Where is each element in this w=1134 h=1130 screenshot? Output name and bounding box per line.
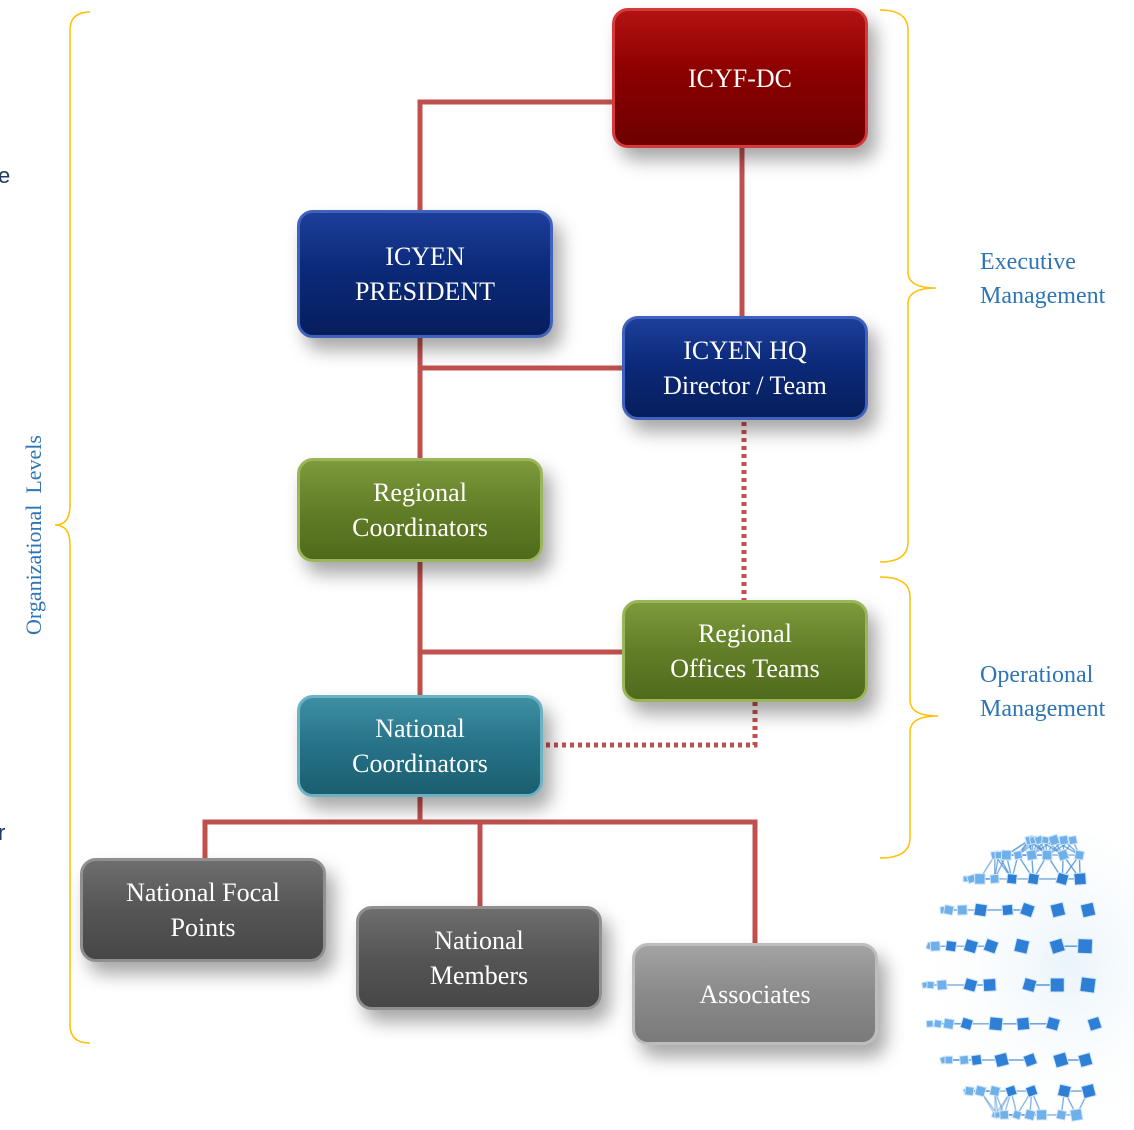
node-national-focal-points: National Focal Points (80, 858, 326, 962)
dotted-offices-to-national (545, 702, 755, 745)
globe-node (1081, 1084, 1096, 1099)
globe-node (1027, 873, 1039, 885)
globe-node (983, 978, 996, 991)
node-text: Coordinators (352, 510, 488, 545)
globe-node (989, 1086, 1000, 1097)
globe-node (975, 874, 986, 885)
globe-node (926, 1020, 933, 1027)
operational-bracket (880, 577, 938, 858)
globe-node (1014, 938, 1030, 954)
globe-node (1013, 850, 1022, 859)
node-text: Associates (699, 977, 810, 1012)
globe-node (1080, 902, 1096, 918)
globe-node (1000, 1110, 1009, 1119)
node-text: National (375, 711, 465, 746)
globe-node (945, 940, 956, 951)
globe-node (963, 978, 978, 993)
globe-node (1046, 1016, 1061, 1031)
globe-node (1059, 835, 1069, 845)
globe-node (1056, 1110, 1066, 1120)
globe-node (930, 941, 940, 951)
node-text: ICYEN HQ (683, 333, 807, 368)
globe-node (945, 1056, 953, 1064)
node-text: Coordinators (352, 746, 488, 781)
node-text: Points (170, 910, 235, 945)
globe-node (990, 874, 999, 883)
globe-node (1024, 1109, 1035, 1120)
globe-node (1042, 850, 1052, 860)
globe-node (994, 1052, 1009, 1067)
network-globe-image (915, 820, 1134, 1130)
executive-management-label: Executive Management (980, 245, 1105, 313)
globe-node (1068, 836, 1077, 845)
node-text: Director / Team (663, 368, 827, 403)
label-line: Management (980, 692, 1105, 726)
node-text: PRESIDENT (355, 274, 495, 309)
node-national-members: National Members (356, 906, 602, 1010)
globe-node (1078, 939, 1093, 954)
executive-bracket (880, 10, 936, 562)
cropped-edge-text-top: e (0, 163, 10, 189)
globe-node (1002, 904, 1013, 915)
node-text: Regional (698, 616, 792, 651)
node-icyen-hq: ICYEN HQ Director / Team (622, 316, 868, 420)
globe-node (1078, 1052, 1093, 1067)
globe-node (943, 905, 954, 916)
node-text: ICYEN (385, 239, 464, 274)
globe-node (943, 1018, 954, 1029)
globe-node (1050, 978, 1064, 992)
globe-node (927, 981, 935, 989)
globe-node (989, 1017, 1003, 1031)
globe-node (965, 1086, 974, 1095)
label-line: Management (980, 279, 1105, 313)
globe-node (1057, 1084, 1071, 1098)
node-icyf-dc: ICYF-DC (612, 8, 868, 148)
globe-node (937, 980, 947, 990)
cropped-edge-text-bottom: r (0, 820, 5, 846)
globe-node (1022, 977, 1037, 992)
globe-node (1080, 977, 1096, 993)
node-text: National Focal (126, 875, 280, 910)
globe-node (957, 905, 967, 915)
globe-node (1074, 850, 1084, 860)
node-national-coordinators: National Coordinators (297, 695, 543, 797)
node-regional-offices-teams: Regional Offices Teams (622, 600, 868, 702)
globe-node (1056, 872, 1069, 885)
node-text: Regional (373, 475, 467, 510)
globe-node (1070, 1108, 1083, 1121)
globe-node (974, 903, 988, 917)
globe-node (1007, 874, 1018, 885)
connector-dc-to-president (420, 102, 615, 215)
node-regional-coordinators: Regional Coordinators (297, 458, 543, 562)
globe-node (1001, 850, 1011, 860)
globe-node (975, 1085, 987, 1097)
globe-node (1036, 1110, 1046, 1120)
node-text: ICYF-DC (688, 61, 792, 96)
globe-node (1050, 902, 1066, 918)
globe-node (1074, 873, 1087, 886)
node-associates: Associates (632, 943, 878, 1045)
organizational-levels-label: Organizational Levels (21, 435, 47, 635)
operational-management-label: Operational Management (980, 658, 1105, 726)
node-text: National (434, 923, 524, 958)
node-icyen-president: ICYEN PRESIDENT (297, 210, 553, 338)
globe-node (959, 1055, 968, 1064)
node-text: Offices Teams (670, 651, 820, 686)
label-line: Operational (980, 658, 1105, 692)
globe-node (971, 1054, 982, 1065)
node-text: Members (430, 958, 528, 993)
globe-node (1016, 1017, 1029, 1030)
label-line: Executive (980, 245, 1105, 279)
globe-node (1026, 850, 1037, 861)
globe-node (934, 1020, 943, 1029)
